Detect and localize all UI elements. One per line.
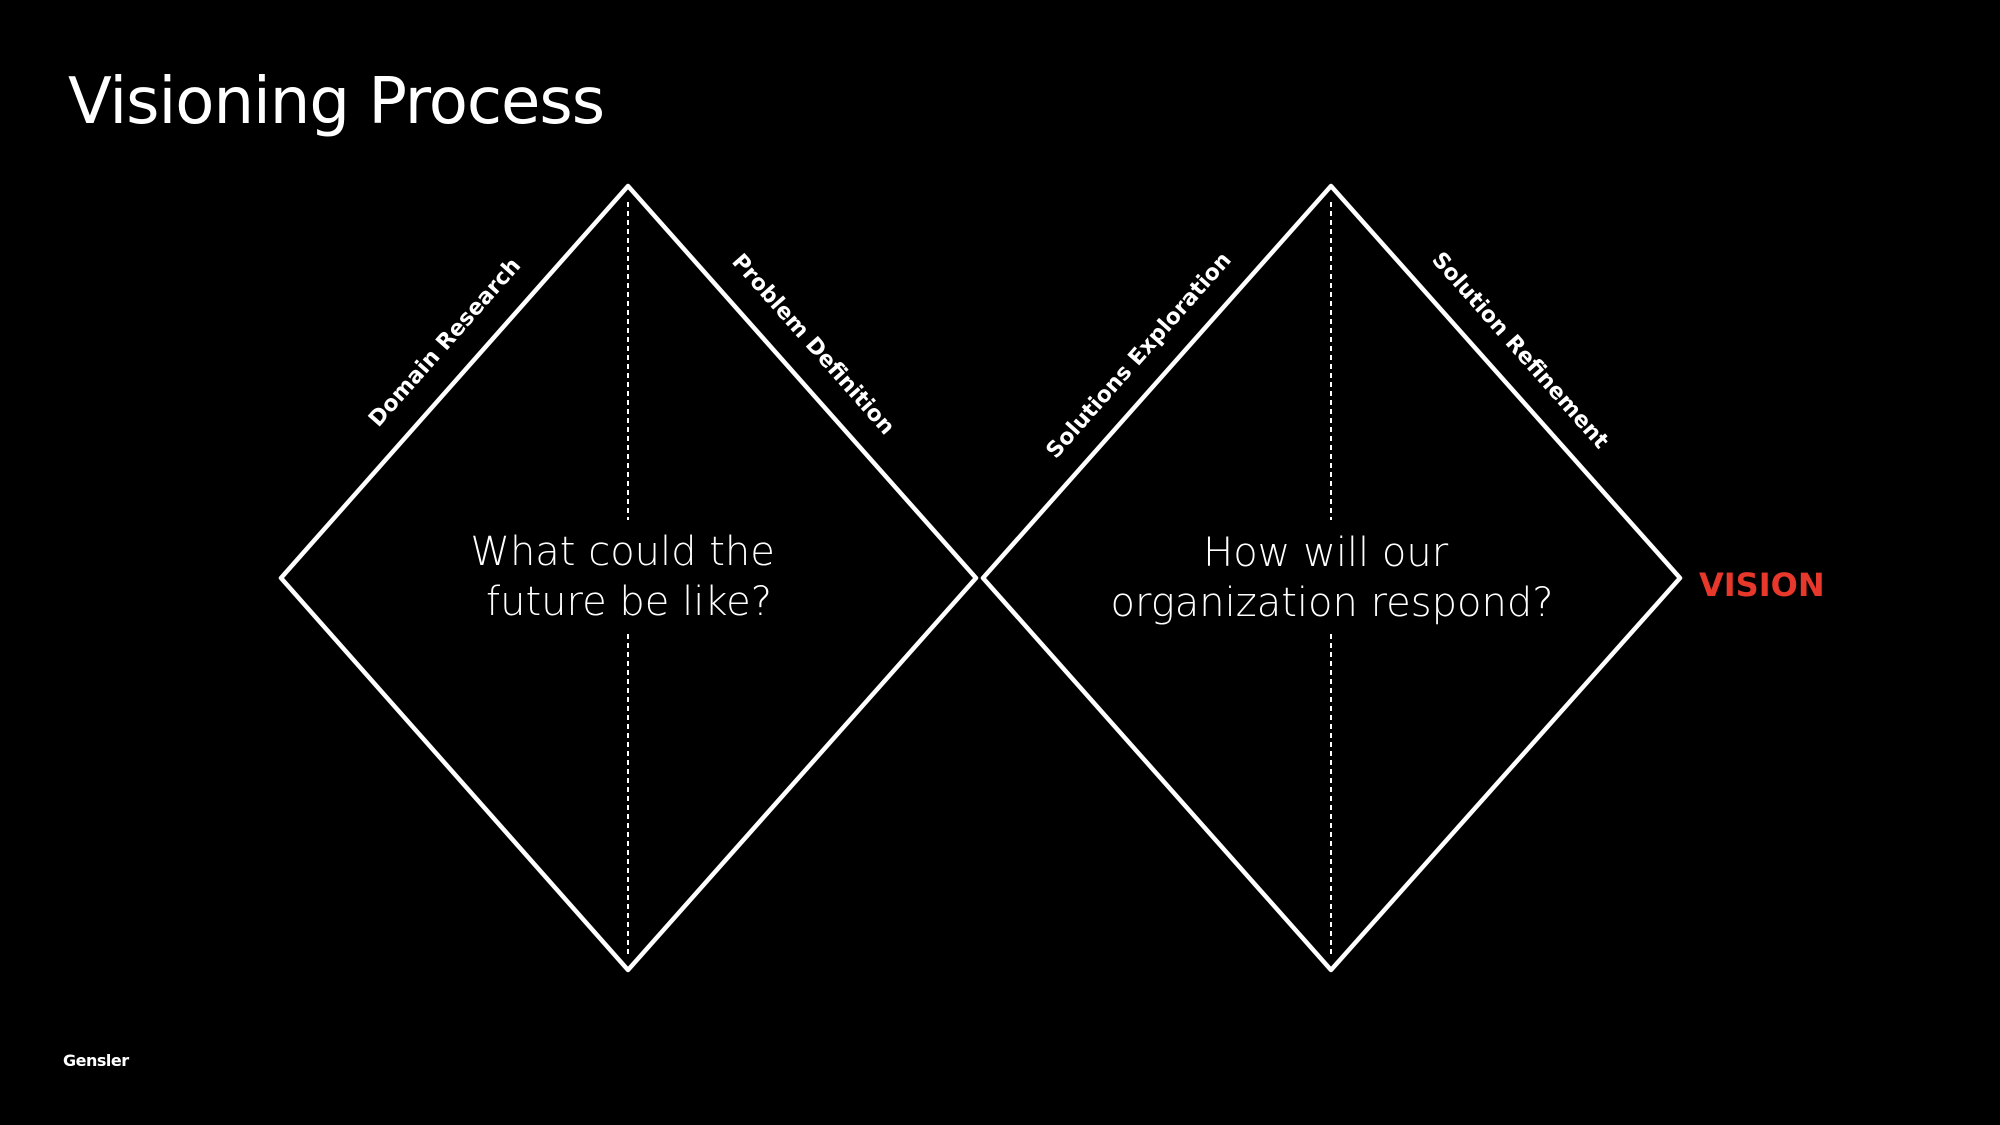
- question-line-1: What could the: [470, 529, 775, 575]
- diamond-develop-deliver: How will our organization respond? Solut…: [980, 183, 1683, 973]
- question-text: What could the future be like?: [470, 529, 787, 625]
- vision-outcome-label: VISION: [1699, 566, 1825, 604]
- phase-label-problem-definition: Problem Definition: [727, 249, 900, 440]
- phase-label-solutions-exploration: Solutions Exploration: [1042, 248, 1237, 464]
- question-text: How will our organization respond?: [1111, 530, 1554, 626]
- question-line-2: future be like?: [486, 579, 772, 625]
- brand-logo-text: Gensler: [63, 1051, 129, 1070]
- question-line-2: organization respond?: [1111, 580, 1554, 626]
- slide-title: Visioning Process: [68, 65, 605, 139]
- diamond-outline: [980, 183, 1683, 973]
- phase-label-solution-refinement: Solution Refinement: [1427, 248, 1614, 455]
- diamond-discover-define: What could the future be like? Domain Re…: [278, 183, 979, 973]
- phase-label-domain-research: Domain Research: [364, 253, 526, 432]
- diamond-outline: [278, 183, 979, 973]
- question-line-1: How will our: [1203, 530, 1449, 576]
